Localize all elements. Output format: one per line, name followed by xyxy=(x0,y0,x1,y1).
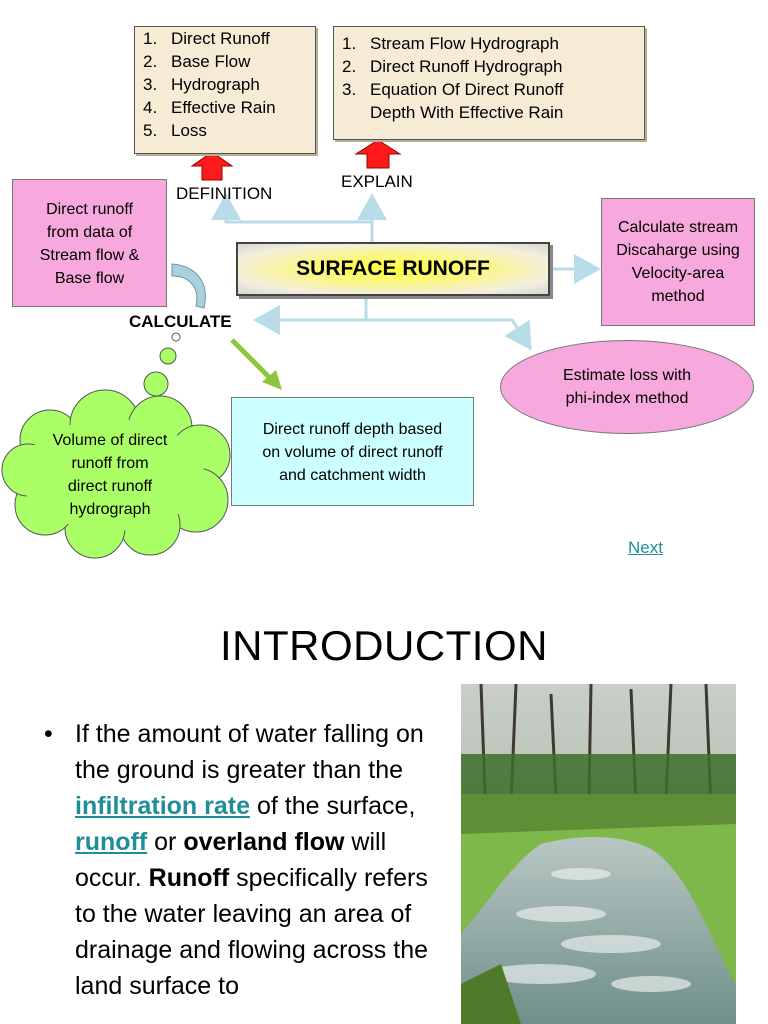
connector-calculate xyxy=(253,298,368,335)
green-arrow xyxy=(230,338,274,382)
bullet-dot: • xyxy=(44,720,53,748)
runoff-photo xyxy=(461,684,736,1024)
intro-bullet: • If the amount of water falling on the … xyxy=(44,716,454,1004)
left-pink-line: Base flow xyxy=(54,270,125,287)
thought-bubble-small xyxy=(171,332,181,342)
definition-item: 1.Direct Runoff xyxy=(143,29,270,48)
right-pink-line: Velocity-area xyxy=(631,265,725,282)
definition-item: 2.Base Flow xyxy=(143,52,251,71)
explain-item-continuation: Depth With Effective Rain xyxy=(370,103,564,122)
next-link[interactable]: Next xyxy=(628,538,663,557)
left-pink-box: Direct runoff from data of Stream flow &… xyxy=(12,179,167,307)
ellipse-line: phi-index method xyxy=(565,390,689,407)
definition-note: 1.Direct Runoff 2.Base Flow 3.Hydrograph… xyxy=(134,26,316,154)
cyan-box: Direct runoff depth based on volume of d… xyxy=(231,397,474,506)
definition-list: 1.Direct Runoff 2.Base Flow 3.Hydrograph… xyxy=(135,27,315,142)
definition-label: DEFINITION xyxy=(176,184,273,203)
cloud-line: direct runoff xyxy=(67,478,153,495)
intro-title: INTRODUCTION xyxy=(220,622,548,669)
left-pink-line: Stream flow & xyxy=(39,247,140,264)
infiltration-rate-link[interactable]: infiltration rate xyxy=(75,792,251,820)
connector-lines xyxy=(1,139,601,559)
explain-label: EXPLAIN xyxy=(341,172,413,191)
red-arrow-explain xyxy=(354,139,402,169)
cloud-line: runoff from xyxy=(71,455,149,472)
cloud-text: Volume of direct runoff from direct runo… xyxy=(30,429,190,521)
right-pink-line: Discaharge using xyxy=(616,242,740,259)
ellipse-line: Estimate loss with xyxy=(562,367,692,384)
curved-arrow xyxy=(171,263,206,309)
right-pink-box: Calculate stream Discaharge using Veloci… xyxy=(601,198,755,326)
red-arrow-definition xyxy=(190,151,234,181)
thought-bubble-medium xyxy=(159,347,177,365)
right-pink-line: method xyxy=(651,288,705,305)
cloud-line: hydrograph xyxy=(69,501,151,518)
thought-bubble-large xyxy=(143,371,169,397)
cyan-line: Direct runoff depth based xyxy=(262,421,443,438)
explain-item: 2.Direct Runoff Hydrograph xyxy=(342,57,563,76)
explain-item: 3.Equation Of Direct Runoff xyxy=(342,80,564,99)
overland-flow-bold: overland flow xyxy=(183,828,345,856)
calculate-label: CALCULATE xyxy=(129,312,232,331)
left-pink-line: from data of xyxy=(46,224,133,241)
connector-ellipse xyxy=(366,318,532,351)
explain-note: 1.Stream Flow Hydrograph 2.Direct Runoff… xyxy=(333,26,645,140)
right-pink-line: Calculate stream xyxy=(617,219,739,236)
left-pink-line: Direct runoff xyxy=(46,201,133,218)
cyan-line: and catchment width xyxy=(279,467,426,484)
phi-index-ellipse: Estimate loss with phi-index method xyxy=(500,340,754,434)
cyan-line: on volume of direct runoff xyxy=(262,444,443,461)
cloud-line: Volume of direct xyxy=(52,432,168,449)
intro-paragraph: If the amount of water falling on the gr… xyxy=(75,720,429,1000)
explain-item: 1.Stream Flow Hydrograph xyxy=(342,34,559,53)
definition-item: 4.Effective Rain xyxy=(143,98,276,117)
runoff-bold: Runoff xyxy=(148,864,230,892)
surface-runoff-title: SURFACE RUNOFF xyxy=(236,242,550,296)
explain-list: 1.Stream Flow Hydrograph 2.Direct Runoff… xyxy=(334,32,644,124)
definition-item: 3.Hydrograph xyxy=(143,75,260,94)
runoff-link[interactable]: runoff xyxy=(75,828,148,856)
definition-item: 5.Loss xyxy=(143,121,207,140)
